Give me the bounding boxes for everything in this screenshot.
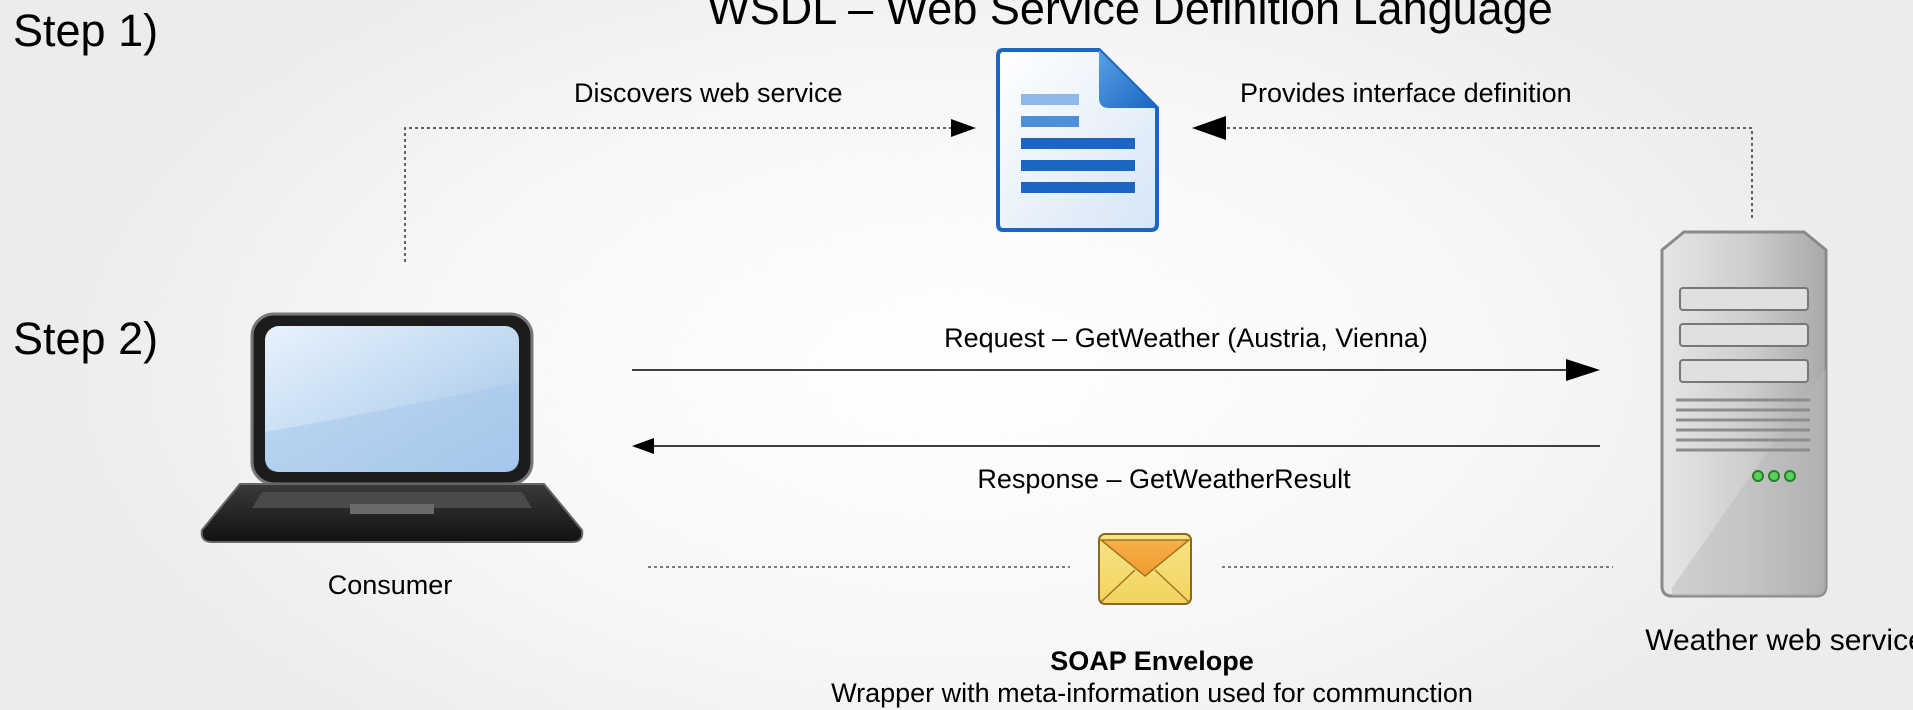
provide-connector — [1210, 127, 1753, 218]
wsdl-document-icon — [996, 48, 1159, 232]
service-label: Weather web service — [1645, 624, 1913, 657]
diagram-title: WSDL – Web Service Definition Language — [707, 0, 1553, 34]
response-label: Response – GetWeatherResult — [977, 464, 1351, 494]
provides-label: Provides interface definition — [1240, 78, 1572, 108]
step-1-label: Step 1) — [13, 5, 159, 56]
discover-arrowhead — [951, 119, 976, 137]
soap-title: SOAP Envelope — [1050, 646, 1254, 676]
laptop-icon — [200, 312, 584, 543]
consumer-label: Consumer — [327, 570, 453, 600]
provide-arrowhead — [1192, 116, 1226, 140]
request-arrowhead — [1566, 359, 1600, 381]
response-arrowhead — [632, 438, 654, 454]
envelope-icon — [1098, 533, 1192, 605]
request-label: Request – GetWeather (Austria, Vienna) — [944, 323, 1428, 353]
server-tower-icon — [1660, 230, 1828, 598]
soap-description: Wrapper with meta-information used for c… — [831, 678, 1473, 708]
discover-connector — [404, 127, 955, 262]
discovers-label: Discovers web service — [574, 78, 843, 108]
step-2-label: Step 2) — [13, 313, 159, 364]
